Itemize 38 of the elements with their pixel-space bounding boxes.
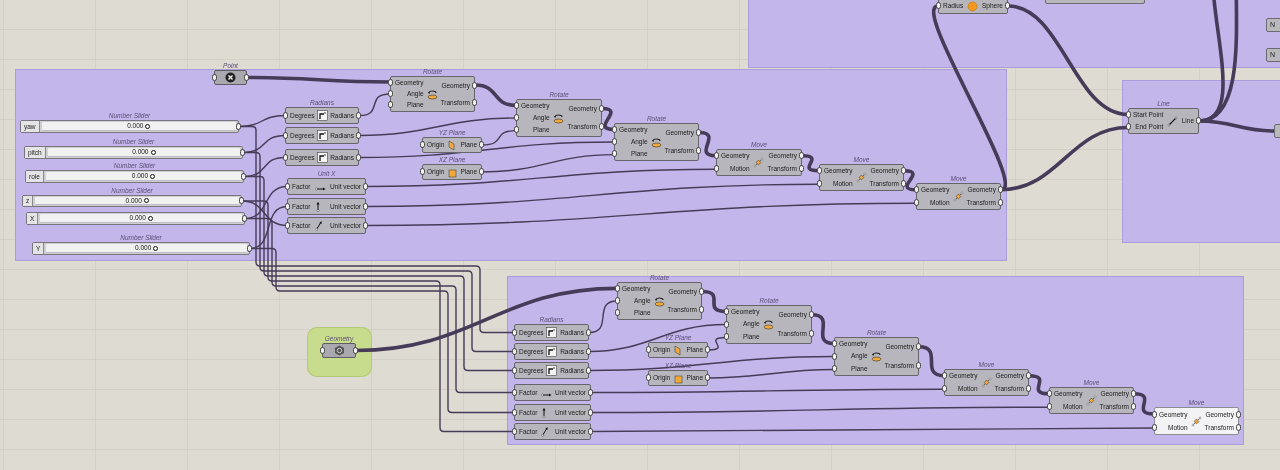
- wire: [1007, 4, 1129, 117]
- wire: [243, 175, 515, 372]
- wire: [358, 117, 517, 137]
- wire: [601, 106, 615, 132]
- wire: [474, 83, 517, 108]
- wire: [1198, 0, 1239, 123]
- wire: [249, 247, 515, 414]
- wire: [244, 217, 515, 394]
- wire: [358, 93, 391, 117]
- wire: [588, 323, 727, 353]
- component-block: [1266, 48, 1280, 62]
- wire: [801, 153, 820, 173]
- wire: [707, 336, 727, 351]
- wire: [365, 183, 820, 208]
- wire: [365, 202, 917, 227]
- wire: [590, 406, 1050, 414]
- wire: [590, 388, 945, 394]
- wire: [588, 300, 618, 334]
- wire: [811, 312, 835, 346]
- wire: [355, 286, 618, 353]
- component-group: [307, 327, 372, 377]
- wire: [590, 427, 1155, 433]
- wire: [242, 151, 515, 353]
- wire: [358, 141, 615, 159]
- component-group: [507, 276, 1244, 445]
- wire: [241, 200, 515, 433]
- wire: [588, 355, 835, 372]
- wire: [903, 168, 917, 192]
- component-group: [748, 0, 1280, 68]
- component-block: [1266, 18, 1280, 32]
- wire: [481, 129, 517, 146]
- wire: [247, 75, 390, 84]
- wire: [365, 168, 717, 188]
- wire: [481, 153, 615, 173]
- component-group: [1122, 80, 1280, 243]
- wire: [707, 368, 835, 379]
- wire: [918, 344, 945, 378]
- wire: [238, 125, 515, 334]
